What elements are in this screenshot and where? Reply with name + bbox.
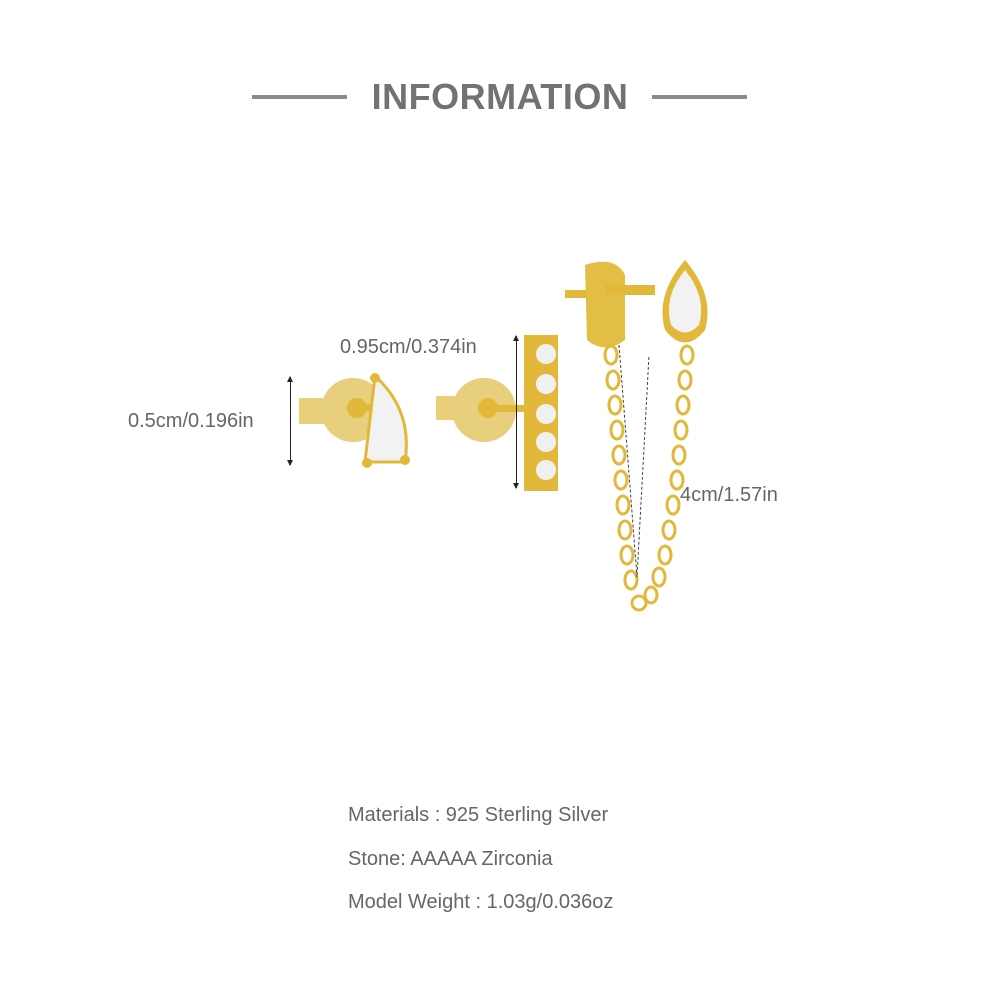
spec-weight: Model Weight : 1.03g/0.036oz <box>348 891 614 913</box>
spec-stone: Stone: AAAAA Zirconia <box>348 848 553 870</box>
stud-height-arrow <box>287 376 293 466</box>
title-rule-left <box>252 95 347 99</box>
title-rule-right <box>652 95 747 99</box>
chain-drop-stud-image <box>565 260 708 612</box>
page-title: INFORMATION <box>371 76 629 117</box>
bar-stud-image <box>436 335 558 491</box>
spec-materials: Materials : 925 Sterling Silver <box>348 804 609 826</box>
teardrop-stud-image <box>299 372 410 468</box>
bar-height-label: 0.95cm/0.374in <box>340 336 477 358</box>
chain-length-label: 4cm/1.57in <box>680 484 778 506</box>
bar-height-arrow <box>513 335 519 489</box>
stud-height-label: 0.5cm/0.196in <box>128 410 254 432</box>
